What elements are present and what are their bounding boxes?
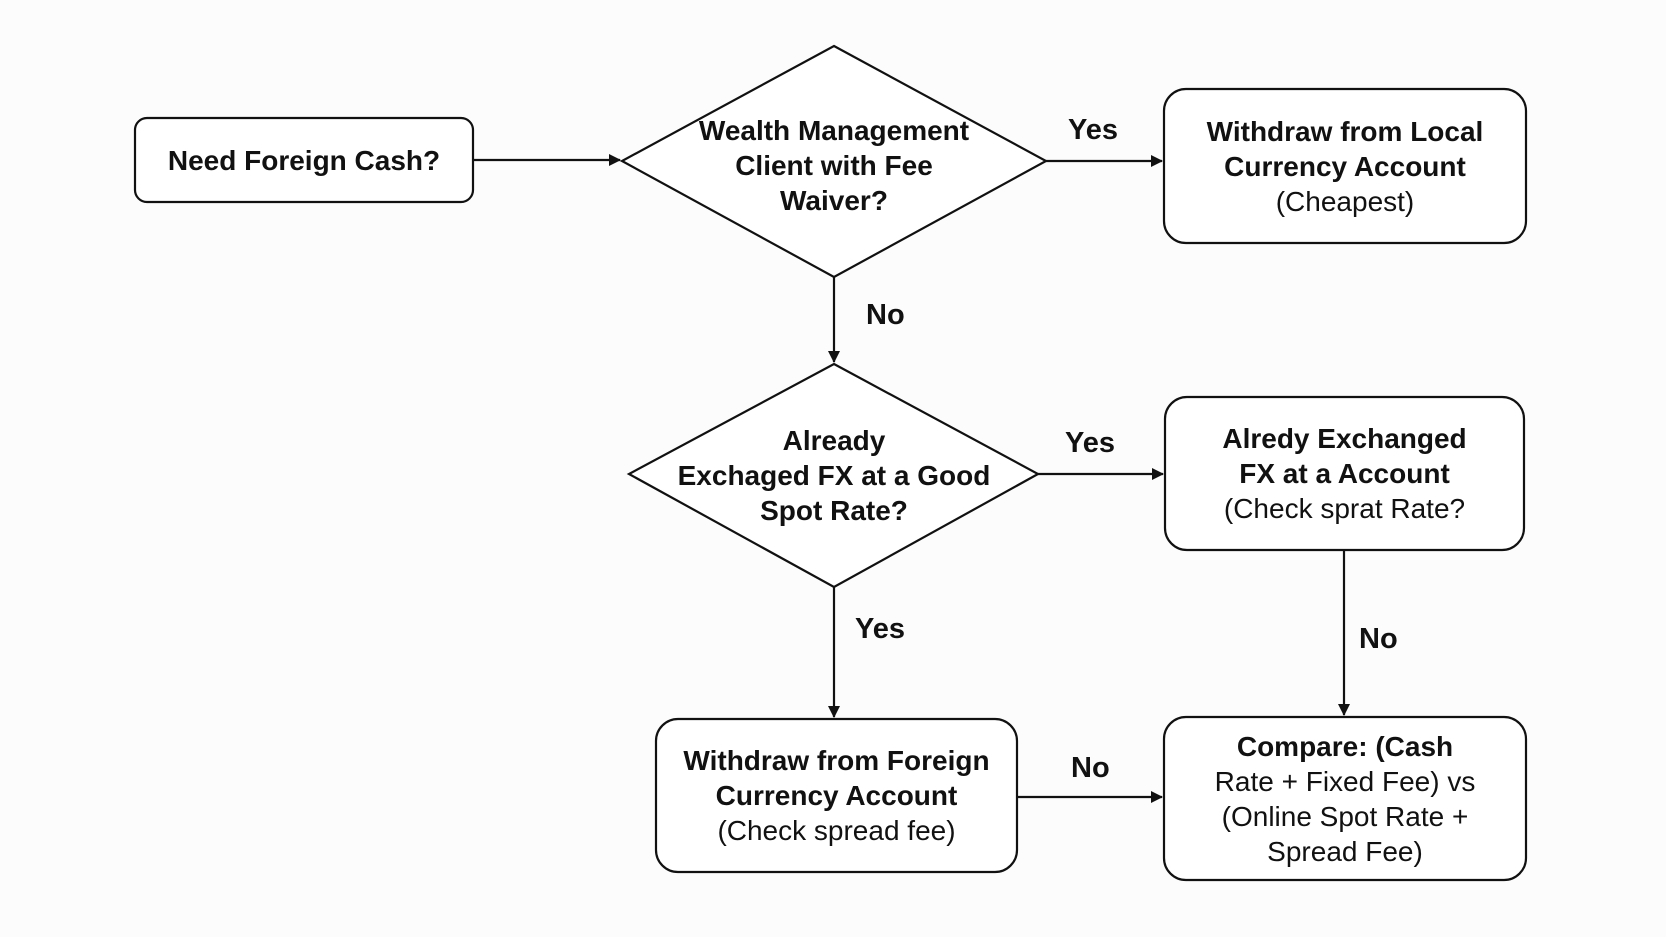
compare-box (1162, 715, 1528, 882)
wealth-client-line-2: Client with Fee (735, 149, 933, 181)
alredy-exchanged-label: Alredy Exchanged FX at a Account (Check … (1165, 397, 1524, 550)
already-exchanged-line-2: Exchaged FX at a Good (677, 459, 991, 491)
wealth-client-line-1: Wealth Management (698, 114, 970, 146)
already-exchanged-label: Already Exchaged FX at a Good Spot Rate? (664, 418, 1004, 532)
edge-label-already-yes-right: Yes (1065, 427, 1115, 459)
edge-label-foreign-no: No (1071, 752, 1110, 784)
compare-label: Compare: (Cash Rate + Fixed Fee) vs (Onl… (1164, 717, 1526, 880)
withdraw-local-line-1: Withdraw from Local (1206, 115, 1484, 147)
compare-line-3: (Online Spot Rate + (1221, 800, 1469, 832)
need-cash-label: Need Foreign Cash? (135, 118, 473, 202)
withdraw-foreign-line-1: Withdraw from Foreign (683, 745, 990, 776)
edge-label-wealth-yes: Yes (1068, 114, 1118, 146)
wealth-client-label: Wealth Management Client with Fee Waiver… (664, 108, 1004, 222)
alredy-exchanged-line-2: FX at a Account (1239, 458, 1450, 489)
alredy-exchanged-note: (Check sprat Rate? (1223, 493, 1466, 524)
withdraw-foreign-box (654, 717, 1019, 874)
withdraw-local-note: (Cheapest) (1275, 185, 1415, 217)
compare-line-4: Spread Fee) (1267, 835, 1423, 867)
withdraw-local-label: Withdraw from Local Currency Account (Ch… (1164, 89, 1526, 243)
edge-label-already-yes-down: Yes (855, 613, 905, 645)
compare-line-2: Rate + Fixed Fee) vs (1214, 765, 1476, 797)
compare-line-1: Compare: (Cash (1236, 730, 1454, 762)
withdraw-foreign-line-2: Currency Account (715, 780, 958, 811)
alredy-exchanged-line-1: Alredy Exchanged (1222, 423, 1467, 454)
withdraw-local-box (1162, 87, 1528, 245)
need-cash-line: Need Foreign Cash? (167, 144, 441, 176)
withdraw-foreign-label: Withdraw from Foreign Currency Account (… (656, 719, 1017, 872)
edge-label-alredy-no: No (1359, 623, 1398, 655)
edge-label-wealth-no: No (866, 299, 905, 331)
withdraw-foreign-note: (Check spread fee) (717, 815, 956, 846)
wealth-client-line-3: Waiver? (780, 184, 888, 216)
already-exchanged-line-3: Spot Rate? (760, 494, 908, 526)
already-exchanged-line-1: Already (782, 424, 886, 456)
withdraw-local-line-2: Currency Account (1224, 150, 1466, 182)
